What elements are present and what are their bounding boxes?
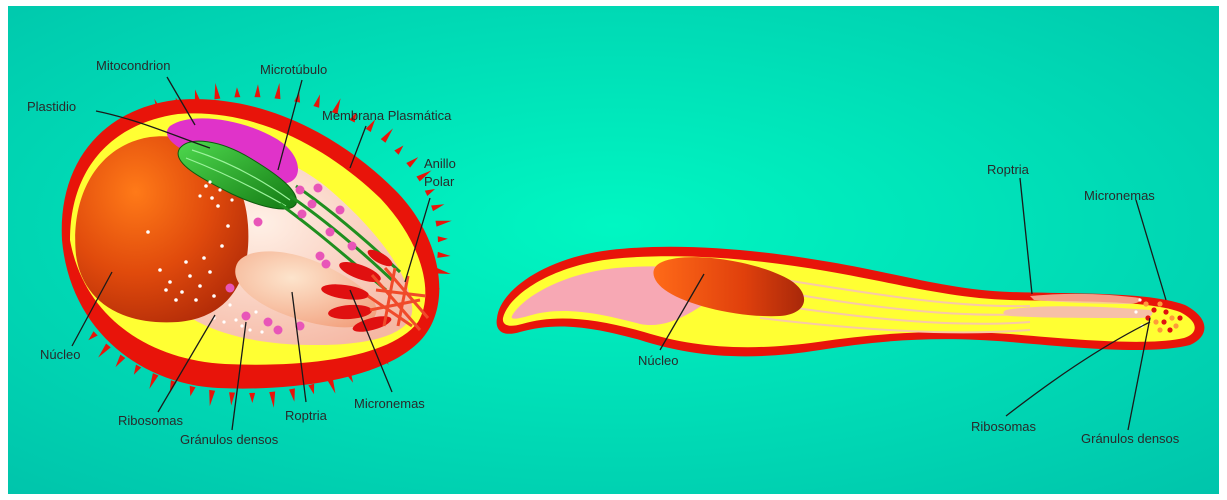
label-ribosomas-right: Ribosomas bbox=[971, 419, 1037, 434]
label-mitocondrion: Mitocondrion bbox=[96, 58, 170, 73]
ribosome bbox=[1134, 310, 1137, 313]
dense-granule bbox=[264, 318, 273, 327]
label-nucleo: Núcleo bbox=[40, 347, 80, 362]
nucleus-granule bbox=[158, 268, 162, 272]
nucleus-granule bbox=[168, 280, 172, 284]
nucleus-granule bbox=[226, 224, 230, 228]
dense-granule bbox=[226, 284, 235, 293]
nucleus-granule bbox=[212, 294, 216, 298]
label-nucleo-right: Núcleo bbox=[638, 353, 678, 368]
nucleus-granule bbox=[216, 204, 220, 208]
dense-granule bbox=[322, 260, 331, 269]
label-roptria-right: Roptria bbox=[987, 162, 1030, 177]
nucleus-granule bbox=[180, 290, 184, 294]
ribosome bbox=[218, 188, 221, 191]
ribosome bbox=[1138, 298, 1141, 301]
ribosome bbox=[240, 324, 243, 327]
dense-granule bbox=[296, 186, 305, 195]
ribosome bbox=[228, 303, 231, 306]
dense-granule bbox=[274, 326, 283, 335]
nucleus-granule bbox=[220, 244, 224, 248]
ribosome bbox=[222, 320, 225, 323]
nucleus-granule bbox=[184, 260, 188, 264]
nucleus-granule bbox=[174, 298, 178, 302]
apical-granule bbox=[1163, 309, 1168, 314]
label-anillo-line1: Anillo bbox=[424, 156, 456, 171]
label-granulos-right: Gránulos densos bbox=[1081, 431, 1180, 446]
dense-granule bbox=[254, 218, 263, 227]
apical-granule bbox=[1157, 301, 1162, 306]
label-micronemas: Micronemas bbox=[354, 396, 425, 411]
nucleus-granule bbox=[204, 184, 208, 188]
nucleus-granule bbox=[198, 284, 202, 288]
label-ribosomas: Ribosomas bbox=[118, 413, 184, 428]
apical-granule bbox=[1151, 307, 1156, 312]
ribosome bbox=[234, 318, 237, 321]
ribosome bbox=[208, 180, 211, 183]
nucleus-granule bbox=[210, 196, 214, 200]
label-plastidio: Plastidio bbox=[27, 99, 76, 114]
apical-granule bbox=[1177, 315, 1182, 320]
dense-granule bbox=[348, 242, 357, 251]
ribosome bbox=[248, 328, 251, 331]
label-anillo-line2: Polar bbox=[424, 174, 455, 189]
dense-granule bbox=[314, 184, 323, 193]
nucleus-granule bbox=[188, 274, 192, 278]
nucleus-granule bbox=[164, 288, 168, 292]
dense-granule bbox=[242, 312, 251, 321]
dense-granule bbox=[326, 228, 335, 237]
nucleus-granule bbox=[208, 270, 212, 274]
apical-granule bbox=[1167, 327, 1172, 332]
ribosome bbox=[198, 194, 201, 197]
dense-granule bbox=[298, 210, 307, 219]
dense-granule bbox=[316, 252, 325, 261]
apical-granule bbox=[1161, 319, 1166, 324]
nucleus-granule bbox=[146, 230, 150, 234]
apical-granule bbox=[1153, 319, 1158, 324]
ribosome bbox=[230, 198, 233, 201]
label-granulos: Gránulos densos bbox=[180, 432, 279, 447]
label-membrana: Membrana Plasmática bbox=[322, 108, 452, 123]
dense-granule bbox=[336, 206, 345, 215]
apical-granule bbox=[1173, 323, 1178, 328]
label-microtubulo: Microtúbulo bbox=[260, 62, 327, 77]
label-micronemas-right: Micronemas bbox=[1084, 188, 1155, 203]
ribosome bbox=[260, 330, 263, 333]
label-roptria: Roptria bbox=[285, 408, 328, 423]
nucleus-granule bbox=[202, 256, 206, 260]
ribosome bbox=[254, 310, 257, 313]
dense-granule bbox=[308, 200, 317, 209]
apical-granule bbox=[1169, 315, 1174, 320]
nucleus-granule bbox=[194, 298, 198, 302]
apical-granule bbox=[1143, 301, 1148, 306]
apical-granule bbox=[1157, 327, 1162, 332]
